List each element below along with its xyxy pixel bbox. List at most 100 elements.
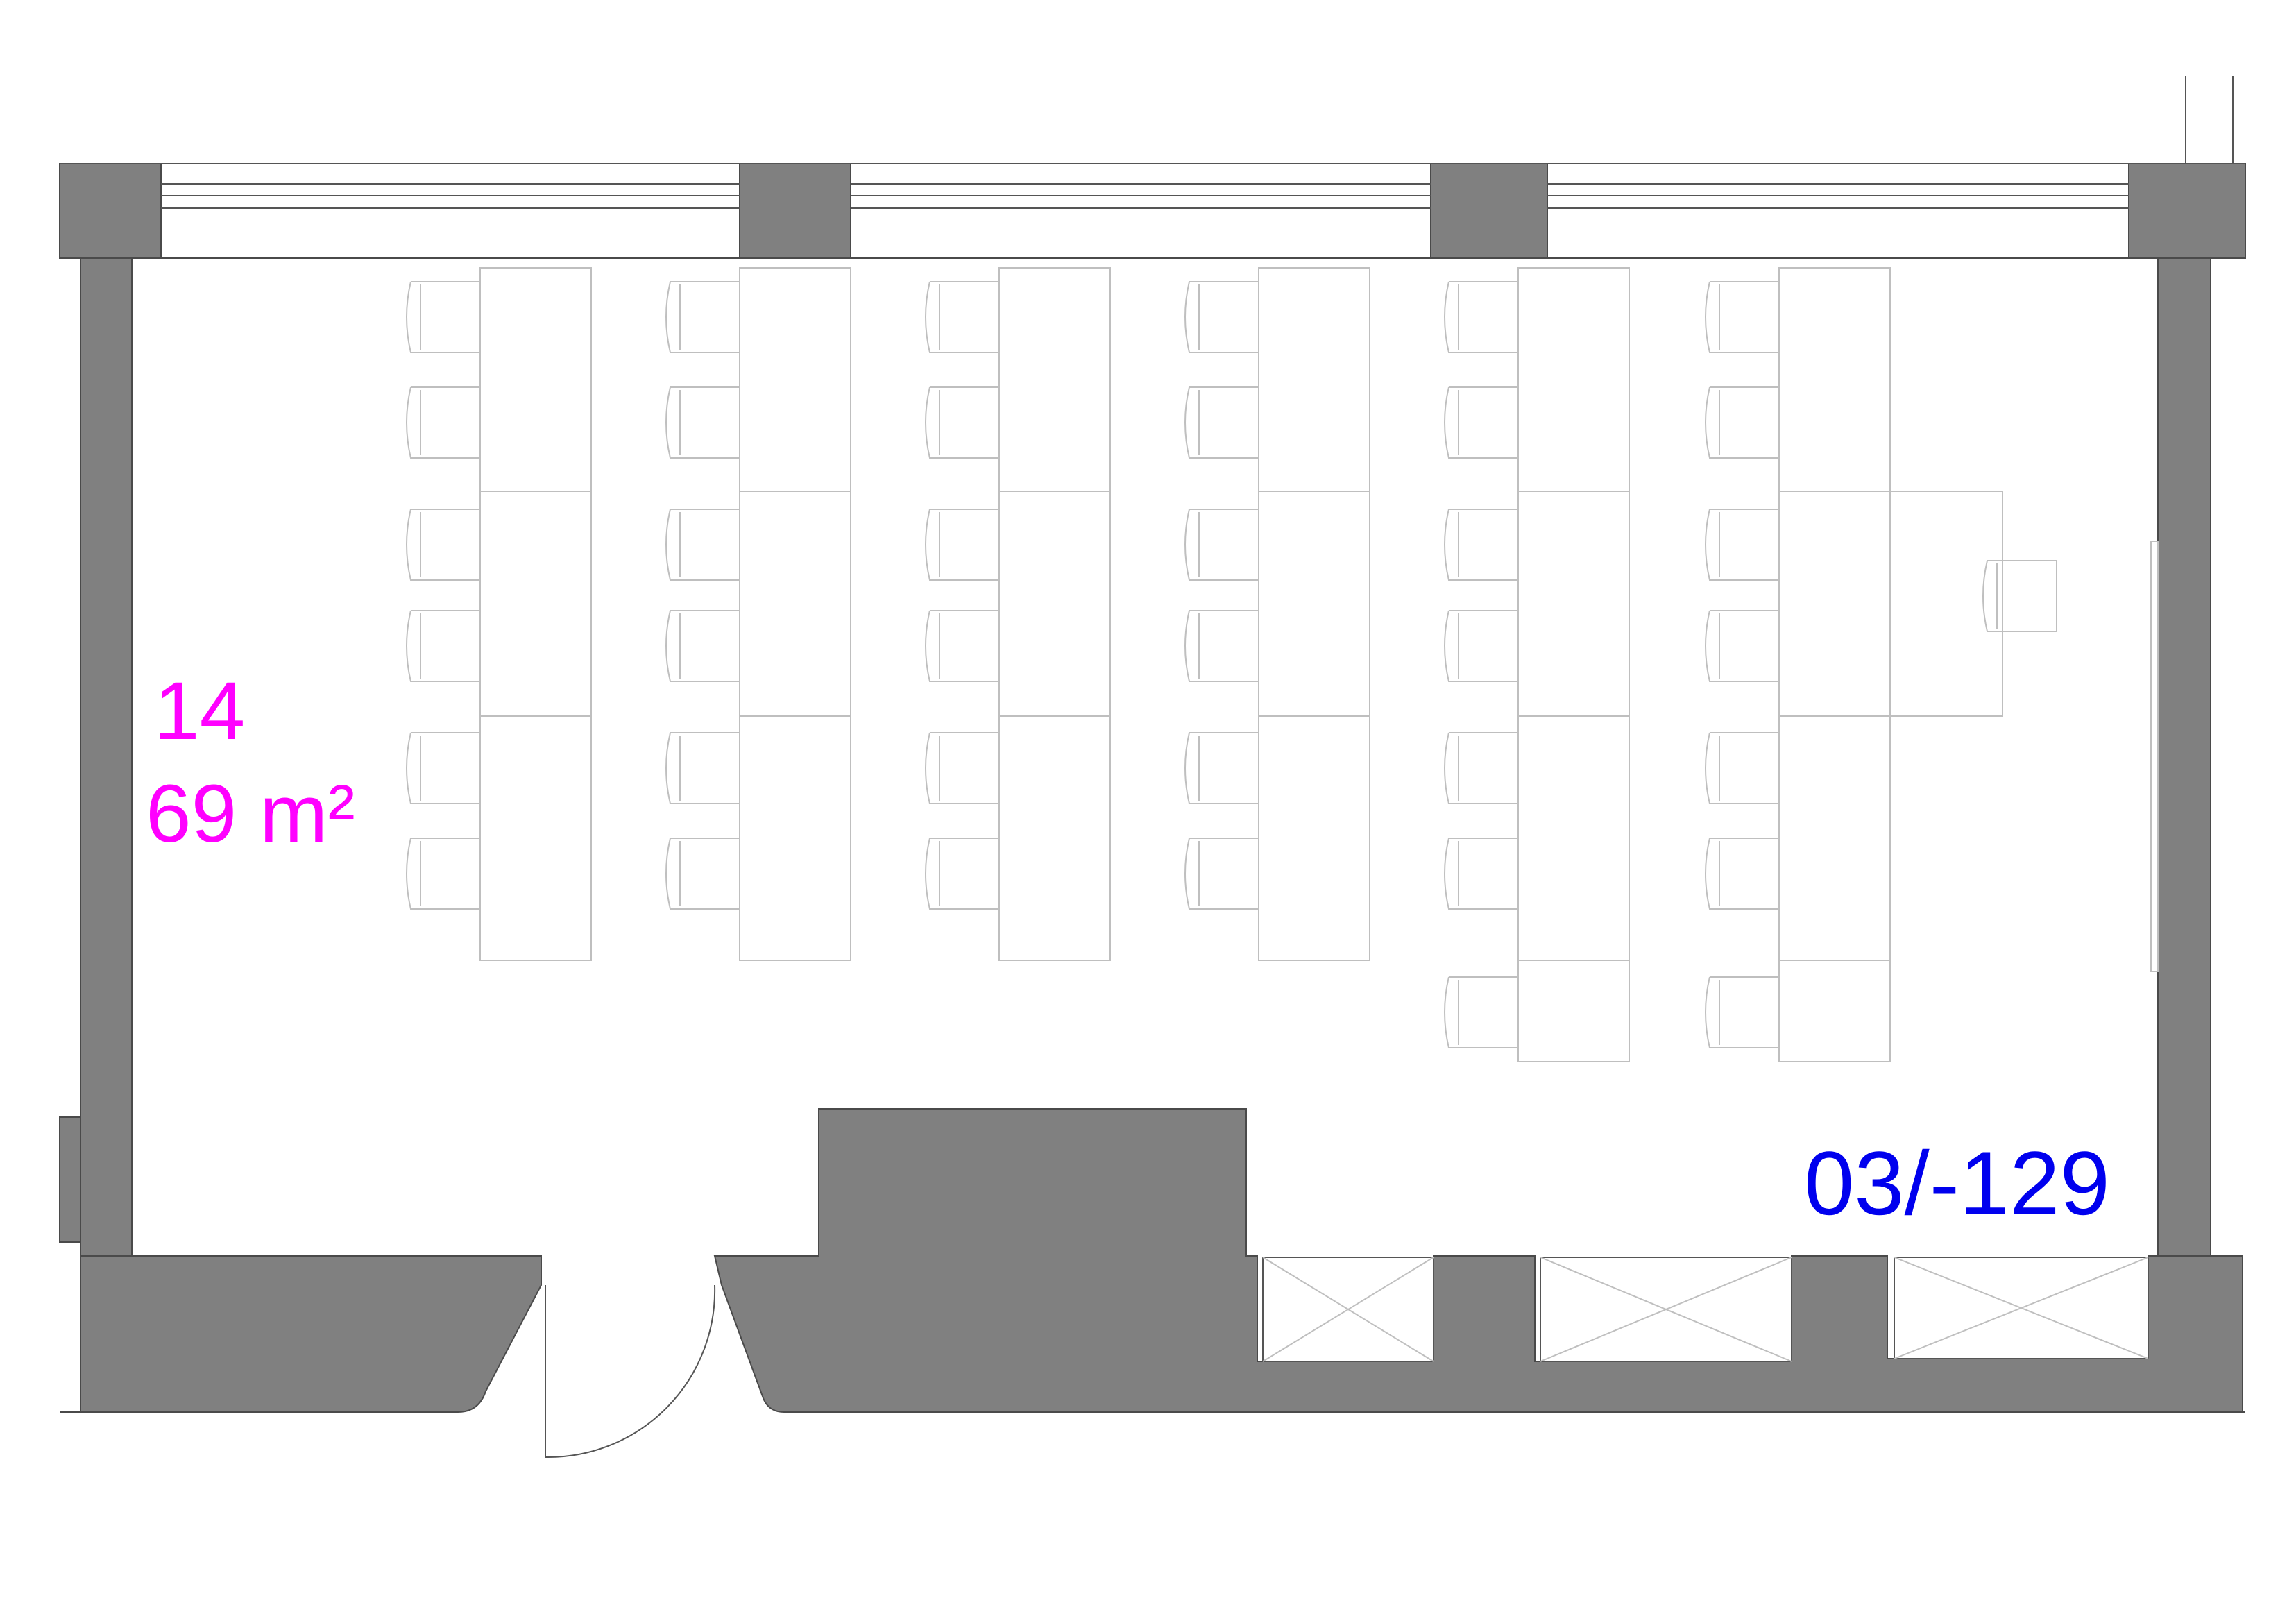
desk (1778, 491, 1891, 717)
chair (1184, 732, 1259, 804)
left-wall-niche (59, 1116, 81, 1243)
chair (406, 610, 481, 682)
chair-seat (925, 610, 1000, 682)
desk (1778, 715, 1891, 961)
chair (1184, 281, 1259, 353)
chair (406, 509, 481, 581)
shaft (1540, 1257, 1792, 1362)
chair-seat (925, 732, 1000, 804)
chair (1982, 560, 2057, 632)
chair (925, 838, 1000, 910)
chair (665, 732, 740, 804)
chair-seat (406, 281, 481, 353)
chair-seat (665, 281, 740, 353)
chair-seat (406, 838, 481, 910)
chair (406, 732, 481, 804)
chair (1184, 838, 1259, 910)
chair-seat (1705, 976, 1780, 1048)
chair-seat (925, 509, 1000, 581)
chair (1705, 838, 1780, 910)
chair-seat (1184, 732, 1259, 804)
chair (1705, 509, 1780, 581)
chair (665, 281, 740, 353)
chair-seat (406, 509, 481, 581)
bottom-wall-left (80, 1255, 542, 1413)
chair-seat (925, 838, 1000, 910)
desk (1517, 267, 1630, 492)
chair-seat (406, 732, 481, 804)
chair-seat (665, 509, 740, 581)
chair-seat (1982, 560, 2057, 632)
chair (1444, 732, 1519, 804)
chair (1444, 838, 1519, 910)
top-pillar (1430, 163, 1548, 259)
shaft (1262, 1257, 1434, 1362)
chair (665, 386, 740, 459)
chair-seat (665, 610, 740, 682)
chair (925, 386, 1000, 459)
desk (739, 491, 851, 717)
chair-seat (1444, 386, 1519, 459)
chair-seat (1705, 386, 1780, 459)
desk (739, 715, 851, 961)
chair (1444, 386, 1519, 459)
door-swing-arc (545, 1284, 716, 1459)
chair (1444, 281, 1519, 353)
chair (1705, 386, 1780, 459)
chair (1705, 610, 1780, 682)
room-code: 03/-129 (1804, 1132, 2110, 1234)
window-frames (60, 76, 2245, 209)
chair (406, 281, 481, 353)
chair-seat (1444, 732, 1519, 804)
chair-seat (925, 386, 1000, 459)
chair (406, 386, 481, 459)
chair-seat (1444, 281, 1519, 353)
walls (59, 163, 2246, 1413)
chair-seat (1184, 281, 1259, 353)
room-number: 14 (154, 665, 246, 757)
chair-seat (1705, 610, 1780, 682)
desk (998, 267, 1111, 492)
desk (1258, 715, 1370, 961)
desk (1517, 491, 1630, 717)
shaft-cross (1262, 1257, 1434, 1362)
chair (1444, 509, 1519, 581)
chair (1705, 976, 1780, 1048)
desk (1517, 715, 1630, 961)
chair-seat (1444, 838, 1519, 910)
shaft (1894, 1257, 2149, 1359)
desk (998, 715, 1111, 961)
chair-seat (1444, 610, 1519, 682)
desk (1517, 960, 1630, 1062)
chair (665, 610, 740, 682)
chair-seat (1184, 838, 1259, 910)
chair-seat (665, 838, 740, 910)
chair-seat (1444, 509, 1519, 581)
desk (479, 491, 592, 717)
left-wall (80, 257, 133, 1404)
chair-seat (406, 386, 481, 459)
chair-seat (406, 610, 481, 682)
desk (1258, 267, 1370, 492)
chair (1444, 610, 1519, 682)
chair-seat (925, 281, 1000, 353)
room-area: 69 m² (146, 768, 355, 860)
service-shafts (1262, 1257, 2149, 1362)
furniture (406, 267, 2057, 1062)
desk (1258, 491, 1370, 717)
desk (1889, 491, 2003, 717)
chair-seat (1444, 976, 1519, 1048)
entrance-door (545, 1284, 716, 1459)
chair (1705, 281, 1780, 353)
desk (1778, 960, 1891, 1062)
chair (1444, 976, 1519, 1048)
top-pillar (2128, 163, 2246, 259)
chair-seat (665, 386, 740, 459)
chair (1705, 732, 1780, 804)
top-pillar (59, 163, 162, 259)
chair (925, 610, 1000, 682)
chair (925, 281, 1000, 353)
chair (925, 732, 1000, 804)
desk (479, 715, 592, 961)
